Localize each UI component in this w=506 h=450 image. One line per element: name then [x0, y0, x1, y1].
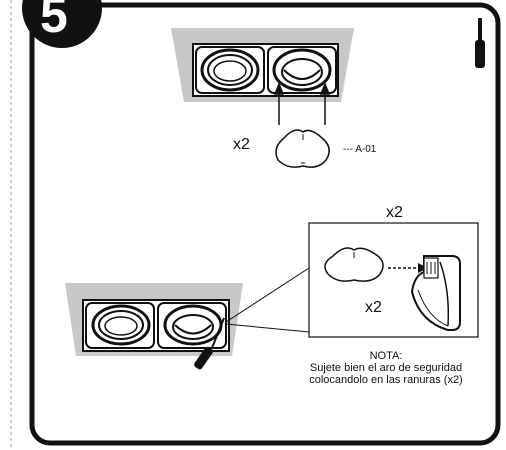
clip-slot [410, 255, 461, 331]
note-block: NOTA: Sujete bien el aro de seguridad co… [286, 350, 486, 386]
lamp-fixture-left [85, 302, 155, 349]
screwdriver-icon [475, 18, 485, 68]
security-ring-detail [324, 247, 384, 282]
security-ring [275, 129, 330, 168]
note-line-2: colocandolo en las ranuras (x2) [309, 374, 463, 386]
detail-quantity-label-bottom: x2 [365, 299, 382, 316]
quantity-label: x2 [233, 136, 250, 153]
step-badge [22, 0, 102, 48]
screwdriver-tool [194, 317, 225, 370]
top-fixture [171, 28, 354, 102]
part-code-label: --- A-01 [343, 144, 377, 155]
lamp-fixture-left [195, 46, 265, 94]
lamp-fixture-right [157, 302, 227, 349]
step-number: 5 [40, 0, 68, 43]
detail-quantity-label-top: x2 [386, 204, 403, 221]
note-line-1: Sujete bien el aro de seguridad [309, 362, 463, 374]
zoom-lines [225, 267, 310, 333]
lamp-fixture-right [267, 46, 337, 94]
bottom-fixture [65, 283, 243, 356]
insert-arrows [273, 81, 331, 125]
note-title: NOTA: [369, 350, 403, 362]
